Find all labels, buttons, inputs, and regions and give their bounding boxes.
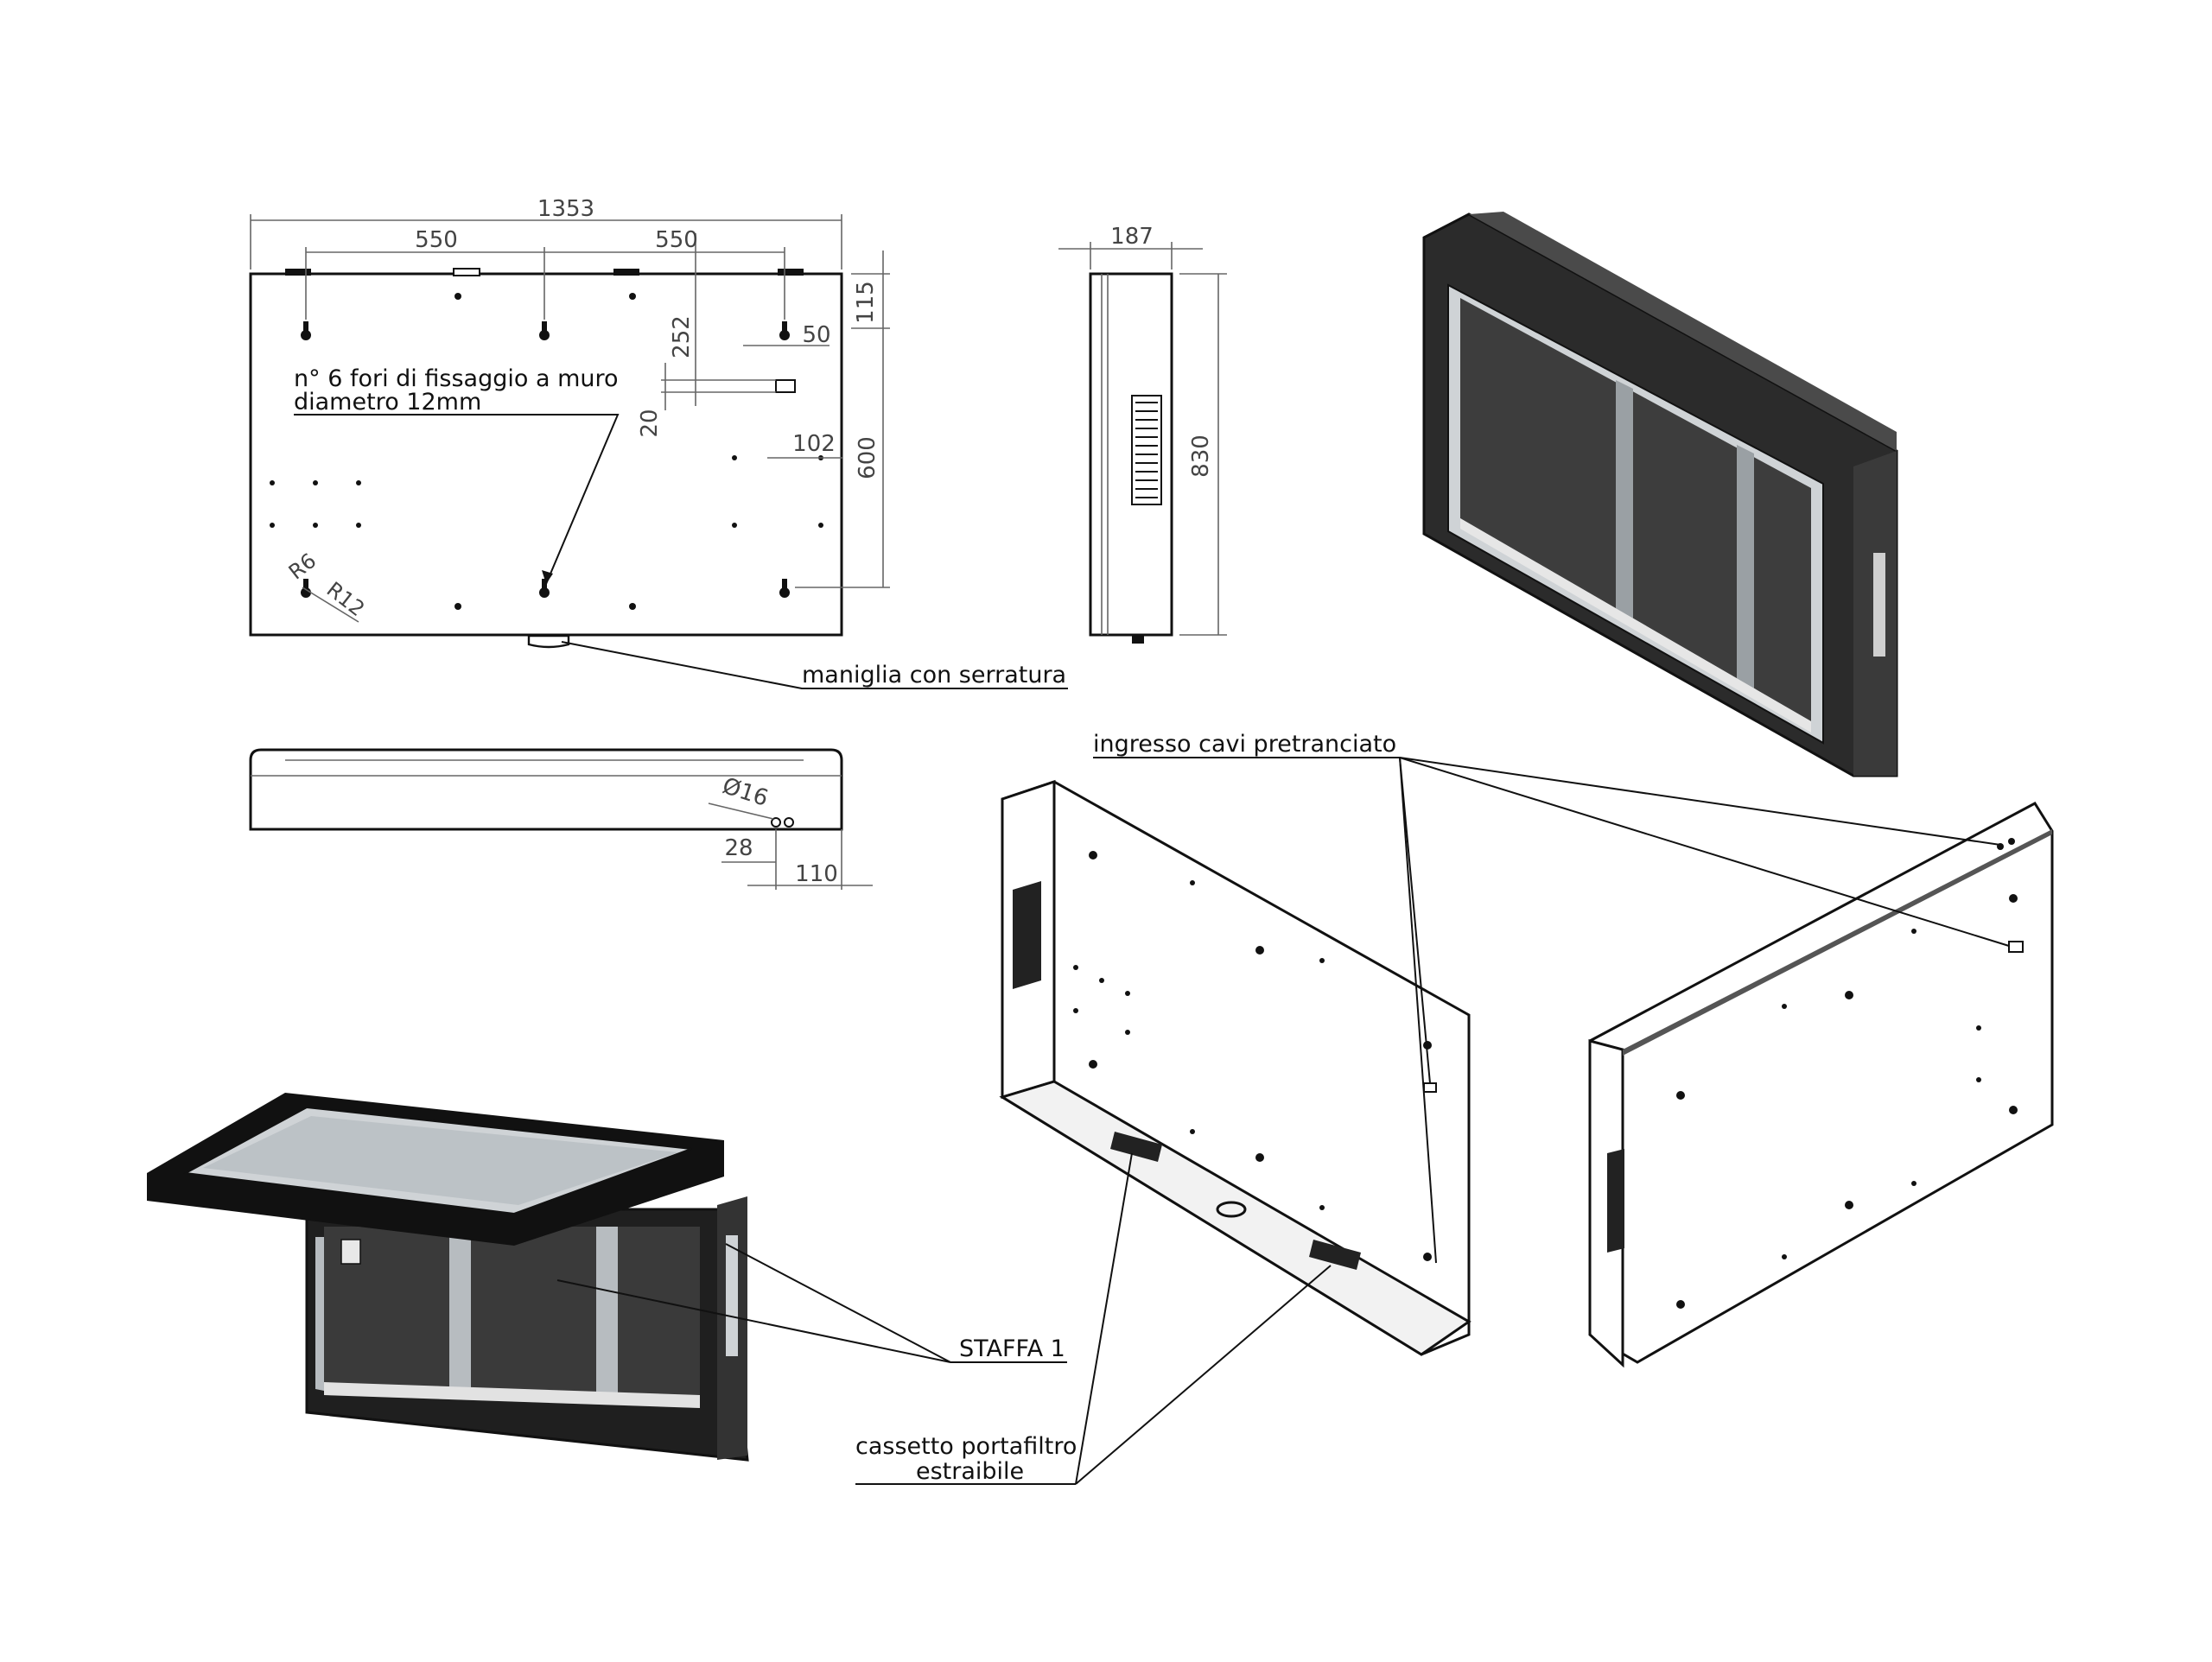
bottom-view-outline (249, 748, 843, 831)
top-tab (285, 269, 311, 276)
handle-leader (561, 641, 1068, 689)
dim-total-width: 1353 (537, 196, 594, 222)
bracket-callout: STAFFA 1 (959, 1335, 1065, 1362)
front-view: 1353 550 550 115 252 50 20 102 600 R6 R1… (249, 196, 1068, 689)
iso-rear-left (999, 779, 1471, 1356)
dim-side-offset: 50 (802, 322, 830, 348)
top-tab (778, 269, 804, 276)
cable-knockout (771, 817, 781, 828)
iso-open-door (147, 1093, 749, 1462)
dim-side-depth: 187 (1110, 224, 1154, 250)
cable-entry-leaders (1093, 757, 2010, 1264)
filter-leaders (855, 1152, 1332, 1485)
cable-entry-callout: ingresso cavi pretranciato (1093, 731, 1396, 758)
dim-spacing-left: 550 (415, 227, 458, 253)
dim-inner-offset: 102 (792, 431, 836, 457)
fixing-note-line1: n° 6 fori di fissaggio a muro (294, 365, 619, 392)
iso-front-closed (1422, 212, 1898, 777)
fixing-note-line2: diametro 12mm (294, 389, 481, 416)
mounting-dots (270, 293, 823, 610)
bottom-view: Ø16 28 110 (249, 748, 873, 890)
bracket-leaders (556, 1243, 1067, 1363)
filter-callout-line2: estraibile (916, 1458, 1024, 1485)
dim-hole-offset: 252 (669, 315, 695, 358)
front-dimension-lines (250, 214, 890, 588)
dim-spacing-right: 550 (655, 227, 698, 253)
leader-arrowhead (542, 570, 553, 584)
cable-knockout (784, 817, 794, 828)
dim-top-margin: 115 (853, 281, 879, 324)
filter-callout-line1: cassetto portafiltro (855, 1433, 1077, 1460)
side-vent-grille (1131, 395, 1162, 505)
fixing-note-leader (294, 414, 620, 585)
dim-bottom-offset-a: 28 (724, 835, 753, 861)
handle-lock (527, 634, 570, 649)
radius-leader (302, 587, 359, 623)
side-view: 187 830 (1058, 224, 1227, 644)
iso-rear-right (1588, 802, 2054, 1368)
dim-height: 600 (855, 436, 880, 479)
cable-slot (775, 379, 796, 393)
keyhole-holes (301, 321, 790, 598)
handle-callout: maniglia con serratura (802, 662, 1066, 688)
top-tab (453, 268, 480, 276)
dim-slot-height: 20 (637, 409, 663, 437)
dim-bottom-offset-b: 110 (795, 861, 838, 887)
dim-side-height: 830 (1188, 435, 1214, 478)
top-tab (613, 269, 639, 276)
